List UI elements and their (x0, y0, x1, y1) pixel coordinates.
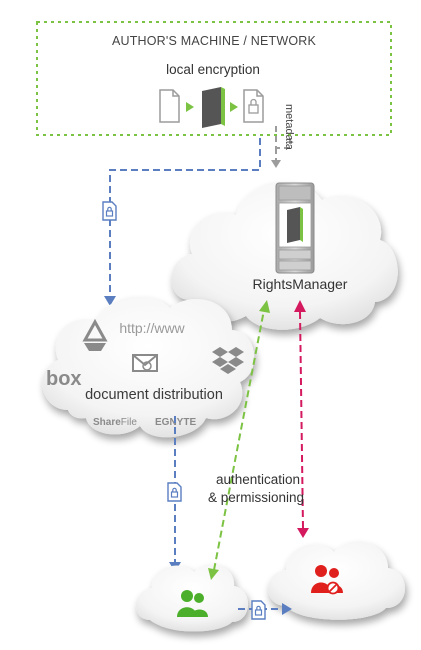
dropbox-icon (212, 347, 244, 374)
locked-document-icon-lower (251, 600, 266, 620)
locked-document-icon-upper (102, 201, 117, 221)
sharefile-logo-main: Share (93, 417, 121, 428)
blocked-users-icon (311, 565, 343, 595)
arrow-to-locked-doc-icon (230, 102, 238, 112)
sharefile-logo: ShareFile (93, 417, 137, 428)
google-drive-icon (82, 318, 108, 351)
document-distribution-label: document distribution (85, 387, 223, 403)
locked-document-icon-middle (167, 482, 182, 502)
document-icon (159, 89, 180, 123)
url-text: http://www (119, 320, 185, 336)
sharefile-logo-sub: File (121, 417, 138, 428)
metadata-label: metadata (283, 104, 295, 151)
rights-manager-label: RightsManager (253, 276, 348, 292)
users-icon (177, 590, 208, 617)
blocked-users-cloud (268, 541, 406, 620)
metadata-arrow (271, 126, 291, 168)
encryption-book-icon (202, 87, 225, 128)
author-to-distribution-arrow (104, 138, 261, 306)
local-encryption-label: local encryption (166, 62, 260, 77)
arrow-to-encryption-icon (186, 102, 194, 112)
author-box-title: AUTHOR'S MACHINE / NETWORK (112, 34, 317, 48)
permission-denied-arrow (294, 300, 309, 538)
locked-document-icon (243, 89, 264, 123)
server-icon (275, 182, 315, 274)
permissioning-label: & permissioning (208, 490, 304, 505)
email-icon (132, 354, 158, 372)
authentication-arrow (208, 300, 270, 580)
authentication-label: authentication (216, 472, 300, 487)
box-logo: box (46, 368, 82, 390)
author-machine-box: AUTHOR'S MACHINE / NETWORK local encrypt… (36, 21, 392, 136)
